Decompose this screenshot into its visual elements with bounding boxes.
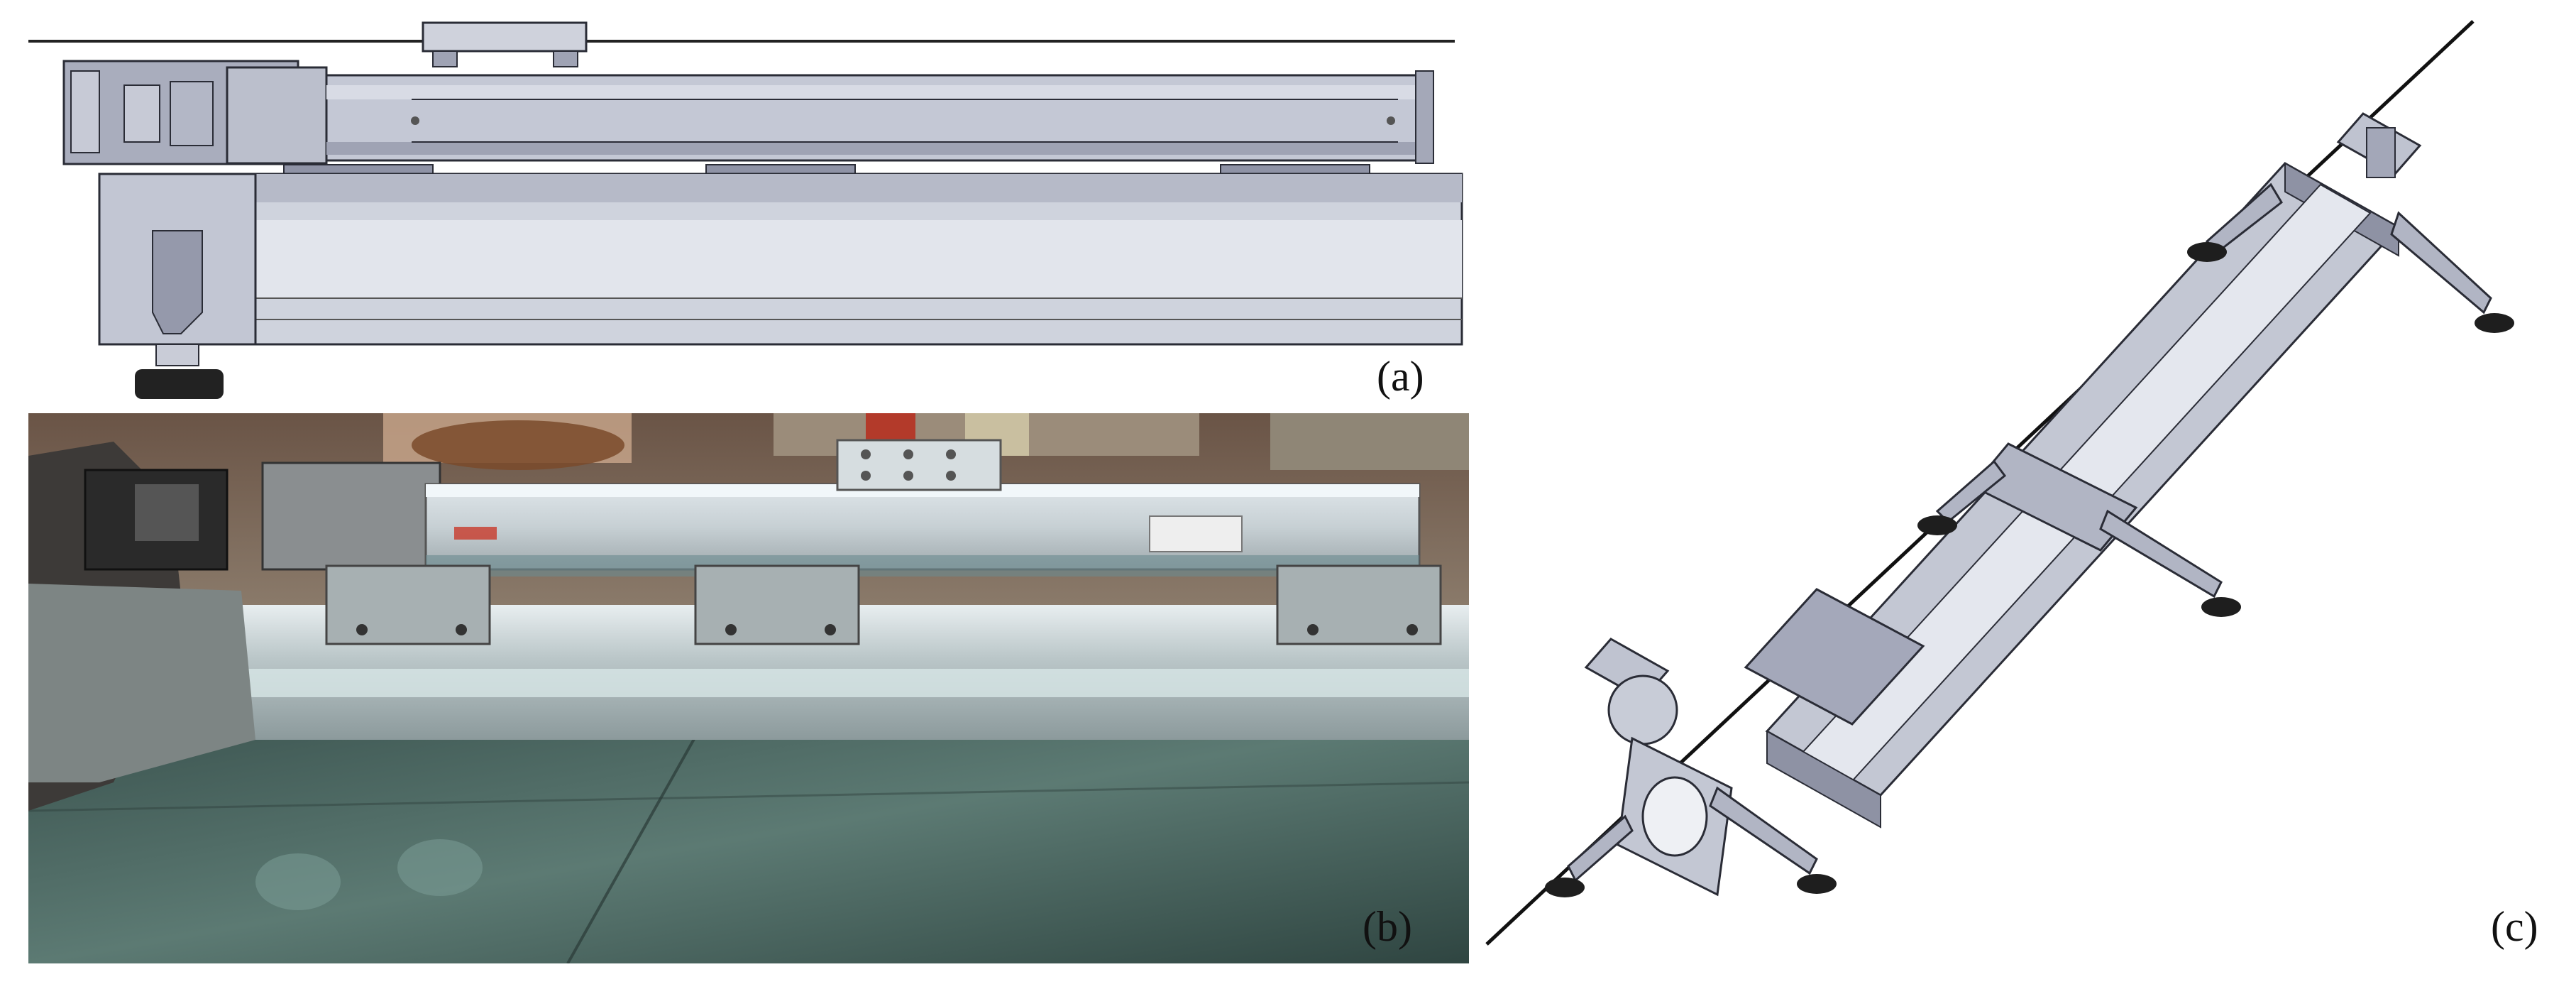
panel-label-a: (a) (1377, 353, 1424, 400)
motor-housing (1607, 674, 1678, 745)
panel-b (28, 413, 1469, 963)
panel-c (1483, 0, 2576, 989)
product-label (1149, 515, 1243, 552)
motor-housing (261, 461, 441, 571)
leveling-foot (135, 369, 224, 399)
mounting-clamp (694, 564, 860, 645)
mounting-clamp (325, 564, 491, 645)
carriage-block (836, 439, 1002, 491)
panel-label-c: (c) (2491, 903, 2538, 950)
cad-isometric-view (1485, 20, 2514, 946)
cad-side-view (28, 21, 1463, 399)
panel-label-b: (b) (1363, 903, 1412, 950)
mounting-clamp (1276, 564, 1442, 645)
linear-actuator (1744, 588, 1925, 726)
support-legs (1567, 182, 2492, 883)
leveling-feet (1545, 242, 2514, 897)
carriage-block (422, 21, 588, 53)
panel-a (28, 14, 1469, 412)
photo-actuator (28, 413, 1469, 963)
